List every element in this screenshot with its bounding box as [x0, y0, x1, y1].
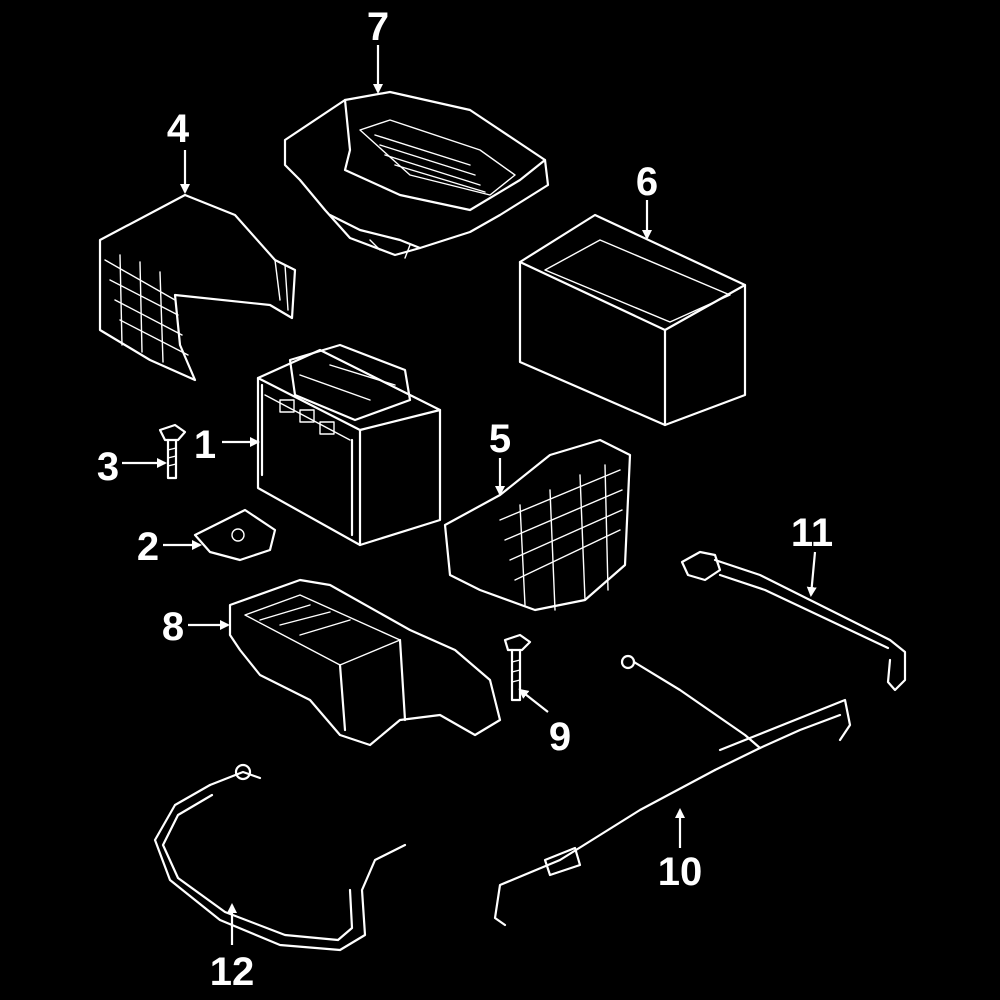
- part-10-cable-harness: [493, 654, 852, 927]
- callout-5: 5: [489, 417, 511, 461]
- part-9-bolt: [503, 633, 532, 702]
- callout-7: 7: [367, 5, 389, 49]
- callout-10: 10: [658, 850, 703, 894]
- part-2-clamp: [193, 508, 277, 562]
- callout-9: 9: [549, 715, 571, 759]
- callout-2: 2: [137, 525, 159, 569]
- part-1-battery: [256, 343, 442, 547]
- part-12-ground-cable: [153, 763, 407, 952]
- callout-8: 8: [162, 605, 184, 649]
- callout-4: 4: [167, 107, 190, 151]
- callout-labels: 7 4 6 1 3 5 2 8 11 9 10 12: [97, 5, 833, 994]
- callout-11: 11: [791, 511, 833, 555]
- part-11-cable: [680, 550, 907, 692]
- part-6-battery-box: [518, 213, 747, 427]
- part-5-side-shield: [443, 438, 632, 612]
- part-7-cover: [283, 90, 550, 259]
- leader-lines: [122, 45, 817, 945]
- part-8-battery-tray: [228, 578, 502, 747]
- part-3-bolt: [158, 423, 187, 480]
- part-4-side-shield: [98, 193, 297, 382]
- callout-12: 12: [210, 950, 255, 994]
- callout-6: 6: [636, 160, 658, 204]
- callout-1: 1: [194, 423, 216, 467]
- callout-3: 3: [97, 445, 119, 489]
